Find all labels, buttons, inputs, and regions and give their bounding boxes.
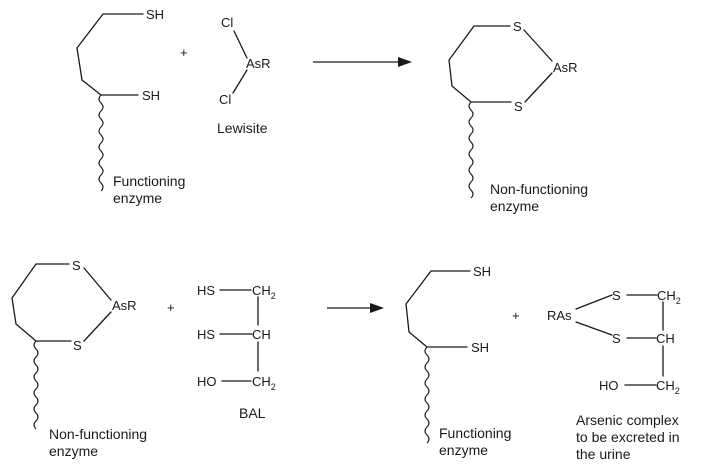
ch-group: CH — [656, 331, 675, 346]
ch2-group: CH2 — [656, 378, 680, 396]
thiol-group: HS — [197, 283, 215, 298]
hydroxyl-group: HO — [197, 374, 217, 389]
protein-chain-wavy-line — [424, 346, 430, 444]
caption-enzyme: enzyme — [113, 190, 162, 206]
arsenic-center: AsR — [112, 298, 137, 313]
reaction-2: S AsR S Non-functioning enzyme + HS CH2 … — [11, 258, 681, 462]
reaction-1: SH SH Functioning enzyme + Cl AsR Cl Lew… — [76, 7, 588, 214]
caption-urine: the urine — [576, 446, 631, 462]
s-as-bond-bottom — [83, 311, 112, 342]
hydroxyl-group: HO — [599, 378, 619, 393]
caption-excreted: to be excreted in — [576, 429, 680, 445]
chlorine-top: Cl — [221, 15, 233, 30]
plus-sign: + — [512, 308, 520, 323]
caption-arsenic-complex: Arsenic complex — [576, 412, 679, 428]
caption-bal: BAL — [239, 405, 266, 421]
s-as-bond-bottom — [524, 72, 553, 103]
s-as-bond-top — [523, 29, 553, 62]
ch2-group: CH2 — [252, 283, 276, 301]
ch2-group: CH2 — [252, 374, 276, 392]
protein-chain-wavy-line — [33, 340, 39, 430]
plus-sign: + — [167, 300, 175, 315]
thiol-group-bottom: SH — [142, 88, 160, 103]
caption-enzyme: enzyme — [439, 442, 488, 458]
caption-functioning: Functioning — [439, 425, 511, 441]
enzyme-backbone-bonds — [405, 270, 471, 348]
as-cl-bond-top — [233, 30, 248, 59]
as-cl-bond-bottom — [232, 69, 248, 94]
inactivated-enzyme-structure: S AsR S Non-functioning enzyme — [448, 19, 588, 214]
sulfur-bottom: S — [612, 331, 621, 346]
as-s-bond-top — [575, 294, 613, 310]
sulfur-top: S — [72, 258, 81, 273]
thiol-group: HS — [197, 327, 215, 342]
caption-lewisite: Lewisite — [217, 120, 268, 136]
sulfur-bottom: S — [514, 99, 523, 114]
functioning-enzyme-structure: SH SH Functioning enzyme — [76, 7, 185, 206]
lewisite-structure: Cl AsR Cl Lewisite — [217, 15, 271, 136]
thiol-group-bottom: SH — [471, 340, 489, 355]
thiol-group-top: SH — [473, 264, 491, 279]
caption-enzyme: enzyme — [490, 198, 539, 214]
protein-chain-wavy-line — [98, 94, 104, 192]
s-as-bond-top — [83, 267, 112, 301]
sulfur-top: S — [513, 19, 522, 34]
functioning-enzyme-structure: SH SH Functioning enzyme — [405, 264, 511, 458]
arsenic-group: RAs — [547, 308, 572, 323]
reaction-arrow-1 — [313, 57, 412, 67]
ch2-group: CH2 — [657, 288, 681, 306]
chlorine-bottom: Cl — [219, 92, 231, 107]
reaction-arrow-2 — [327, 303, 384, 313]
sulfur-bottom: S — [73, 338, 82, 353]
inactivated-enzyme-structure: S AsR S Non-functioning enzyme — [11, 258, 147, 459]
thiol-group-top: SH — [146, 7, 164, 22]
bal-structure: HS CH2 HS CH HO CH2 BAL — [197, 283, 276, 421]
arsenic-complex-structure: RAs S S CH2 CH HO CH2 Arsenic complex to… — [547, 288, 681, 462]
enzyme-ring-bonds — [448, 25, 512, 103]
enzyme-backbone-bonds — [76, 13, 144, 96]
protein-chain-wavy-line — [468, 101, 474, 199]
arsenic-center: AsR — [553, 60, 578, 75]
plus-sign: + — [180, 45, 188, 60]
caption-functioning: Functioning — [113, 173, 185, 189]
caption-non-functioning: Non-functioning — [49, 426, 147, 442]
ch-group: CH — [252, 327, 271, 342]
caption-enzyme: enzyme — [49, 443, 98, 459]
as-s-bond-bottom — [575, 321, 613, 336]
enzyme-ring-bonds — [11, 263, 72, 342]
arsenic-center: AsR — [246, 56, 271, 71]
caption-non-functioning: Non-functioning — [490, 181, 588, 197]
sulfur-top: S — [612, 288, 621, 303]
